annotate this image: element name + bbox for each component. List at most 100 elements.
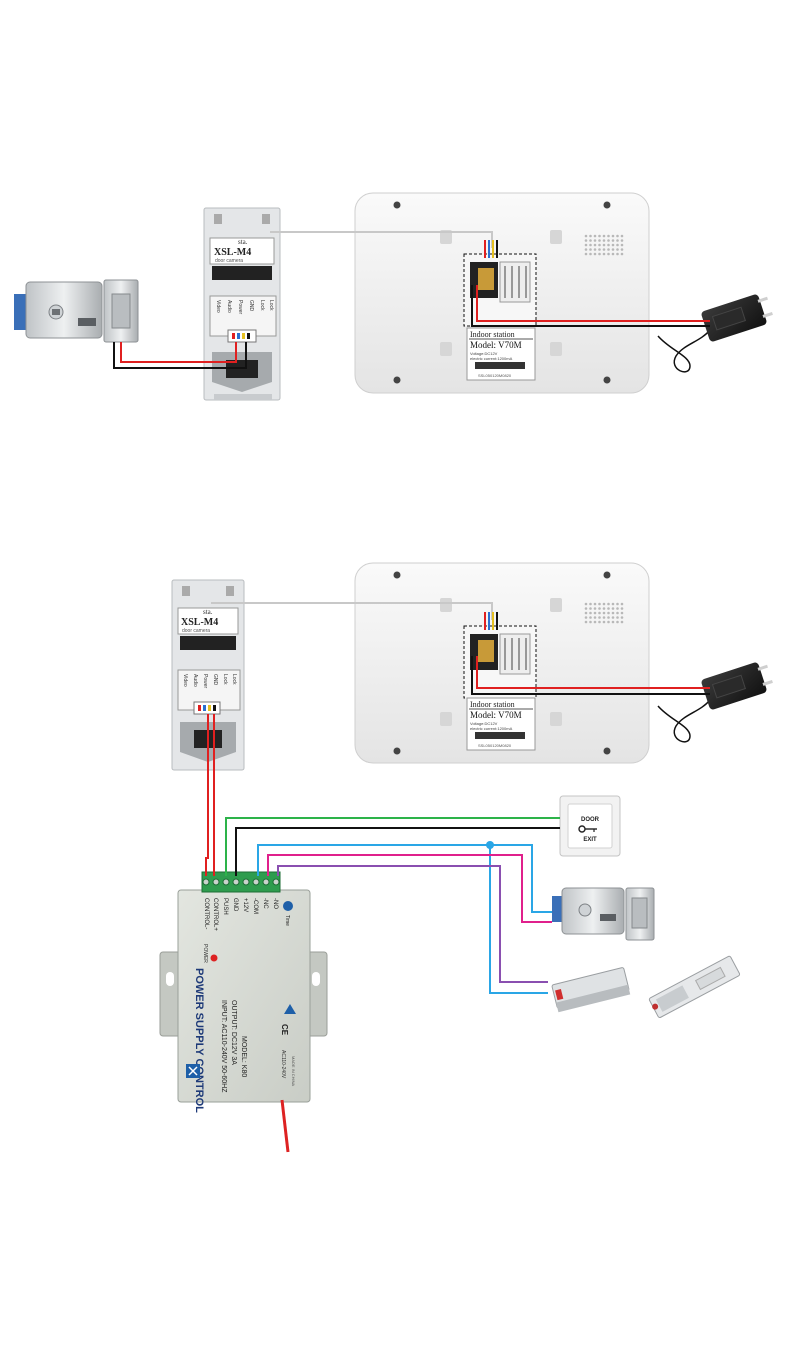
adapter-prong [762,311,773,318]
grille-hole [593,248,597,251]
lock-wire-black [113,342,247,369]
monitor-heading: Indoor station [470,330,515,339]
outdoor-model: XSL-M4 [181,617,218,628]
outdoor-unit-bottom: sta. XSL-M4 door camera Video Audio Powe… [171,579,245,771]
grille-hole [593,616,597,619]
grille-hole [602,252,606,256]
psu-terminal-label: PUSH [222,898,228,915]
grille-hole [611,252,615,256]
grille-hole [593,602,597,606]
outdoor-barcode-strip [212,266,272,280]
terminal-label: Power [237,300,243,315]
grille-hole [620,252,624,256]
adapter-prong [757,296,768,303]
time-knob-icon [283,901,293,911]
outdoor-unit-top: sta. XSL-M4 door camera Video Audio Powe… [203,207,281,401]
monitor-barcode [475,362,525,369]
wire-com-blue [257,844,552,913]
psu-time-label: Time [284,915,290,926]
lock-wire-red [205,714,209,876]
bottom-diagram: sta. XSL-M4 door camera Video Audio Powe… [159,562,773,1153]
grille-hole [593,252,597,256]
grille-hole [616,252,619,256]
monitor-spec-label [466,327,536,381]
grille-hole [607,616,610,619]
terminal-label: GND [212,674,218,686]
psu-terminal-label: +12V [242,898,248,912]
grille-hole [616,243,619,247]
grille-hole [598,607,601,610]
grille-hole [602,239,606,242]
grille-hole [616,607,619,610]
grille-hole [589,248,592,251]
exit-wire-green [225,817,560,876]
grille-hole [589,620,592,624]
grille-hole [602,248,606,251]
grille-hole [589,616,592,619]
grille-hole [593,611,597,615]
grille-hole [607,611,610,615]
adapter-cable [657,329,711,373]
terminal-label: Lock [231,674,237,685]
speaker-grille [584,234,624,256]
grille-hole [620,602,624,606]
grille-hole [616,239,619,242]
electric-lock-top [14,279,139,343]
monitor-model: Model: V70M [470,710,522,720]
monitor-barcode [475,732,525,739]
psu-mains-label: AC110-240V [280,1050,286,1079]
psu-power-led-label: POWER [202,944,208,963]
grille-hole [611,243,615,247]
signal-wire [211,602,493,620]
grille-hole [607,607,610,610]
psu-ce-mark: CE [280,1024,289,1036]
grille-hole [607,234,610,238]
wire-junction [486,841,494,849]
power-supply-controller: CONTROL- CONTROL+ PUSH GND +12V -COM -NC… [159,871,328,1113]
psu-brand-logo-icon [186,1064,200,1078]
grille-hole [611,239,615,242]
terminal-screw [202,878,210,886]
psu-terminal-label: -COM [252,898,258,914]
indoor-monitor-bottom: Indoor station Model: V70M Voltage:DC12V… [354,562,650,764]
grille-hole [593,620,597,624]
outdoor-label-box [209,237,275,265]
monitor-spec-1: Voltage:DC12V [470,721,498,726]
outdoor-barcode-strip [180,636,236,650]
grille-hole [584,243,588,247]
grille-hole [620,620,624,624]
grille-hole [611,611,615,615]
power-wire-red [476,656,710,689]
exit-button-line1: DOOR [581,817,600,823]
grille-hole [602,607,606,610]
mains-cable [280,1099,290,1153]
grille-hole [598,616,601,619]
terminal-label: Lock [222,674,228,685]
grille-hole [584,607,588,610]
psu-model: MODEL: K80 [240,1036,247,1077]
grille-hole [593,234,597,238]
grille-hole [602,620,606,624]
grille-hole [598,234,601,238]
monitor-model: Model: V70M [470,340,522,350]
monitor-heading: Indoor station [470,700,515,709]
outdoor-tag: sta. [203,608,213,616]
grille-hole [607,243,610,247]
psu-title: POWER SUPPLY CONTROL [193,968,205,1113]
grille-hole [598,620,601,624]
grille-hole [607,252,610,256]
grille-hole [616,620,619,624]
grille-hole [584,234,588,238]
grille-hole [593,239,597,242]
grille-hole [598,248,601,251]
psu-made-in: MADE IN CHINA [291,1056,296,1087]
grille-hole [607,620,610,624]
lock-keyhole [578,903,592,917]
grille-hole [602,234,606,238]
indoor-monitor-top: Indoor station Model: V70M Voltage:DC12V… [354,192,650,394]
adapter-cable [657,699,711,743]
wire-no-purple [277,865,548,983]
monitor-spec-label [466,697,536,751]
grille-hole [593,243,597,247]
psu-terminal-block [201,871,281,893]
